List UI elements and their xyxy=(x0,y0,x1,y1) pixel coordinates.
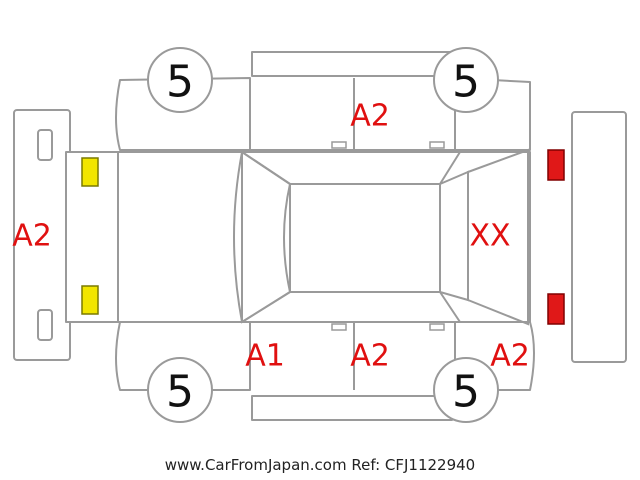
rear-bumper xyxy=(571,111,627,363)
rear-glass xyxy=(467,148,529,326)
tire-rear-left: 5 xyxy=(433,47,499,113)
rear-lamp-bottom xyxy=(547,293,565,325)
damage-rear-window: XX xyxy=(469,219,510,254)
front-lamp-top xyxy=(81,157,99,187)
tire-rear-left-value: 5 xyxy=(452,57,480,108)
car-body-diagram: 5 5 5 5 A2 A2 XX A1 A2 A2 xyxy=(12,47,627,423)
door-handle-bottom-front xyxy=(331,323,347,331)
hood-panel xyxy=(117,151,243,323)
tire-front-left: 5 xyxy=(147,47,213,113)
tire-front-right-value: 5 xyxy=(166,367,194,418)
tire-front-right: 5 xyxy=(147,357,213,423)
tire-rear-right: 5 xyxy=(433,357,499,423)
tire-front-left-value: 5 xyxy=(166,57,194,108)
car-left-side xyxy=(115,51,531,151)
front-lamp-bottom xyxy=(81,285,99,315)
side-roof-rail-top xyxy=(251,51,453,77)
watermark-footer: www.CarFromJapan.com Ref: CFJ1122940 xyxy=(164,456,476,474)
tire-rear-right-value: 5 xyxy=(452,367,480,418)
rear-lamp-top xyxy=(547,149,565,181)
damage-rear-door-top: A2 xyxy=(350,99,390,134)
damage-rear-quarter-bottom: A2 xyxy=(490,339,530,374)
damage-rear-door-bottom: A2 xyxy=(350,339,390,374)
front-fog-slot-top xyxy=(37,129,53,161)
damage-front-bumper: A2 xyxy=(12,219,52,254)
damage-front-door-bottom: A1 xyxy=(245,339,285,374)
car-right-side xyxy=(115,321,535,421)
door-handle-top-rear xyxy=(429,141,445,149)
car-top-view xyxy=(65,148,531,326)
door-handle-bottom-rear xyxy=(429,323,445,331)
door-handle-top-front xyxy=(331,141,347,149)
side-roof-rail-bottom xyxy=(251,395,453,421)
front-fog-slot-bottom xyxy=(37,309,53,341)
